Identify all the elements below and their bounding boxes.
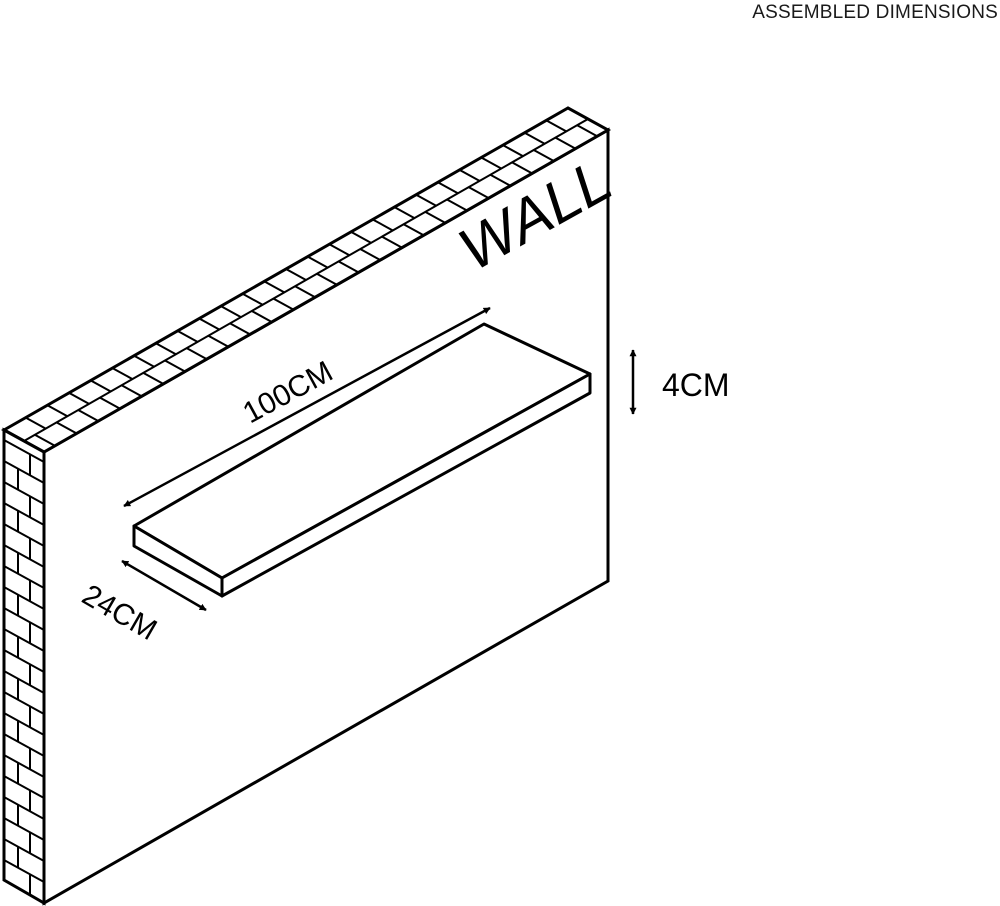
brick-line bbox=[4, 586, 44, 610]
brick-line bbox=[424, 211, 446, 224]
brick-line bbox=[381, 235, 403, 249]
brick-line bbox=[338, 260, 360, 274]
brick-line bbox=[4, 523, 44, 547]
brick-line bbox=[468, 186, 490, 199]
height-dimension-label: 4CM bbox=[662, 367, 730, 403]
brick-line bbox=[554, 136, 576, 150]
brick-line bbox=[4, 481, 44, 505]
brick-line bbox=[34, 433, 56, 447]
brick-line bbox=[576, 124, 598, 138]
brick-line bbox=[489, 173, 511, 187]
brick-line bbox=[359, 248, 381, 261]
diagram-title: ASSEMBLED DIMENSIONS bbox=[752, 2, 998, 23]
brick-line bbox=[4, 460, 44, 484]
depth-dimension-arrow bbox=[121, 559, 207, 612]
brick-line bbox=[263, 280, 285, 294]
brick-line bbox=[415, 193, 437, 207]
brick-line bbox=[4, 691, 44, 715]
brick-line bbox=[446, 198, 468, 212]
brick-line bbox=[285, 268, 307, 281]
brick-line bbox=[4, 628, 44, 652]
brick-line bbox=[4, 901, 44, 903]
brick-line bbox=[437, 181, 459, 195]
brick-line bbox=[4, 838, 44, 862]
brick-line bbox=[4, 859, 44, 883]
brick-line bbox=[68, 391, 90, 405]
brick-line bbox=[511, 161, 533, 175]
brick-line bbox=[328, 243, 350, 257]
brick-line bbox=[533, 149, 555, 162]
brick-line bbox=[4, 670, 44, 694]
brick-line bbox=[480, 156, 502, 170]
length-dimension-arrow bbox=[123, 306, 491, 508]
brick-line bbox=[316, 272, 338, 286]
brick-line bbox=[4, 544, 44, 568]
brick-line bbox=[4, 817, 44, 841]
brick-line bbox=[4, 775, 44, 799]
brick-line bbox=[393, 206, 415, 219]
brick-line bbox=[294, 285, 316, 299]
brick-line bbox=[403, 223, 425, 237]
brick-line bbox=[4, 565, 44, 589]
brick-line bbox=[4, 796, 44, 820]
brick-line bbox=[4, 502, 44, 526]
brick-line bbox=[545, 119, 567, 133]
brick-line bbox=[372, 218, 394, 232]
brick-line bbox=[307, 255, 329, 269]
brick-line bbox=[4, 439, 44, 463]
brick-line bbox=[4, 607, 44, 631]
brick-line bbox=[77, 409, 99, 422]
brick-line bbox=[25, 416, 47, 430]
brick-line bbox=[459, 169, 481, 182]
brick-line bbox=[524, 131, 546, 145]
brick-line bbox=[242, 292, 264, 306]
brick-line bbox=[4, 712, 44, 736]
brick-line bbox=[90, 379, 112, 393]
brick-line bbox=[99, 396, 121, 410]
brick-line bbox=[4, 733, 44, 757]
brick-line bbox=[502, 144, 524, 158]
brick-line bbox=[350, 230, 372, 244]
brick-line bbox=[4, 754, 44, 778]
brick-line bbox=[56, 421, 78, 435]
brick-line bbox=[46, 404, 68, 418]
brick-line bbox=[4, 649, 44, 673]
